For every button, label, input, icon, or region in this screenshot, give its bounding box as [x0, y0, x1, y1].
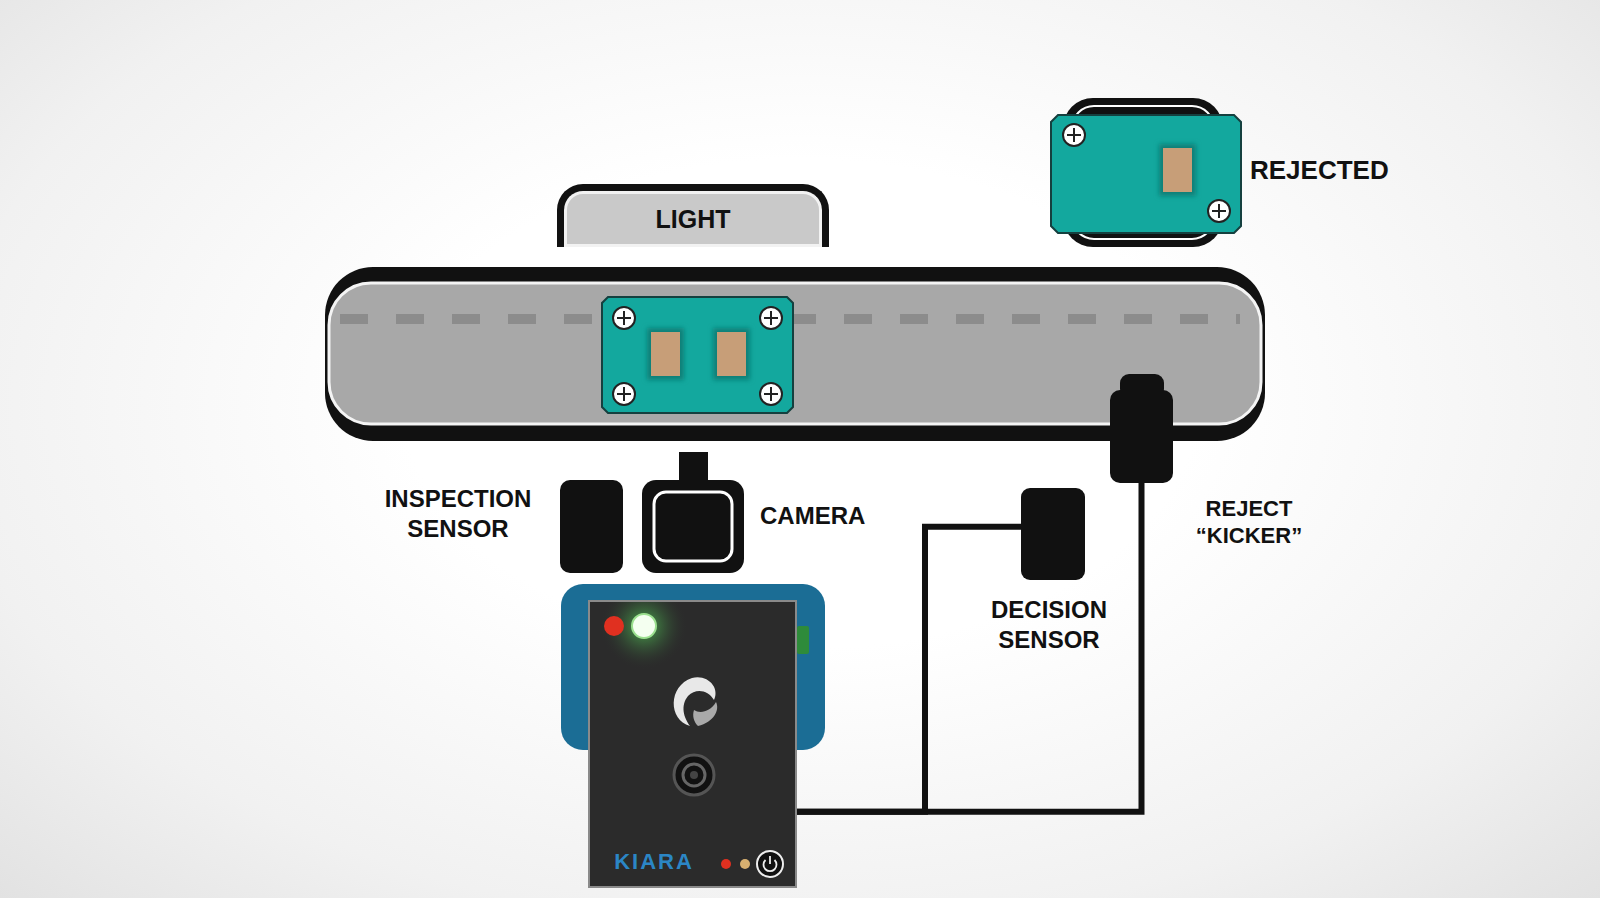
signal-wire — [797, 527, 1021, 812]
reject-kicker: REJECT “KICKER” — [1110, 390, 1173, 483]
red-led — [604, 616, 624, 636]
node-label: DECISION SENSOR — [991, 595, 1107, 655]
node-label: LIGHT — [656, 204, 731, 235]
camera-lens-mount — [679, 452, 708, 482]
logo — [674, 677, 717, 726]
component — [651, 332, 680, 376]
component-shadow — [713, 328, 750, 380]
power-button — [757, 851, 783, 877]
light-box: LIGHT — [557, 184, 829, 247]
screws — [613, 307, 782, 405]
circuit-board — [602, 297, 793, 413]
kiara-decor — [590, 602, 799, 890]
decision-sensor: DECISION SENSOR — [1021, 488, 1085, 580]
component — [1163, 148, 1192, 192]
component-shadow — [647, 328, 684, 380]
dial — [674, 755, 714, 795]
node-label: REJECT “KICKER” — [1196, 495, 1302, 550]
board — [602, 297, 793, 413]
camera-decor — [642, 480, 744, 573]
controller-tab — [797, 626, 809, 654]
node-label: INSPECTION SENSOR — [385, 484, 532, 544]
camera: CAMERA — [642, 480, 744, 573]
rejected-board — [1051, 98, 1241, 247]
screws — [1063, 124, 1230, 222]
green-led — [632, 614, 656, 638]
controller: KIARA — [588, 600, 797, 888]
inspection-sensor: INSPECTION SENSOR — [560, 480, 623, 573]
component — [717, 332, 746, 376]
status-glow — [600, 602, 688, 670]
node-label: CAMERA — [760, 501, 865, 531]
signal-wire — [797, 483, 1142, 812]
status-label: REJECTED — [1250, 155, 1389, 186]
camera-face — [654, 492, 732, 561]
component-shadow — [1159, 144, 1196, 196]
brand-name: KIARA — [614, 848, 694, 876]
indicator-dot — [721, 859, 731, 869]
indicator-dot — [740, 859, 750, 869]
board — [1051, 115, 1241, 233]
